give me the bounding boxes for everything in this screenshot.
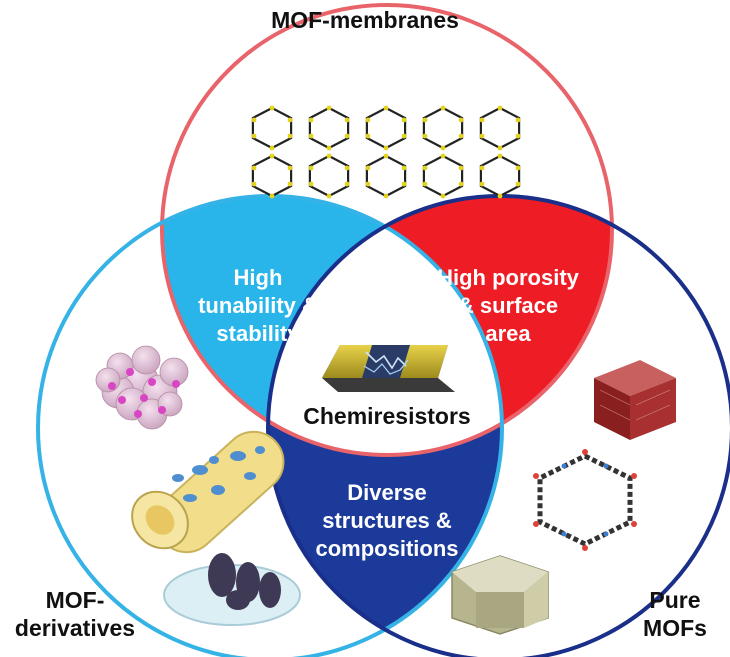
overlap-top-right-line2: & surface bbox=[458, 293, 558, 318]
center-label: Chemiresistors bbox=[303, 403, 470, 429]
set-circle-top bbox=[160, 3, 614, 457]
overlap-left-right-line1: Diverse bbox=[347, 480, 427, 505]
chemiresistor-device-icon bbox=[322, 345, 455, 392]
rhombic-dodecahedron-icon bbox=[451, 555, 549, 635]
set-label-right-line2: MOFs bbox=[643, 615, 707, 641]
overlap-top-left-line3: stability bbox=[216, 321, 300, 346]
set-label-right-line1: Pure bbox=[649, 587, 700, 613]
overlap-left-right-line3: compositions bbox=[315, 536, 458, 561]
nanoparticle-cluster-icon bbox=[95, 345, 189, 430]
overlap-top-right-line3: area bbox=[485, 321, 531, 346]
nanotube-icon bbox=[131, 430, 285, 554]
mof-lattice-icon bbox=[251, 105, 521, 199]
set-label-left-line2: derivatives bbox=[15, 615, 135, 641]
overlap-top-left-line1: High bbox=[234, 265, 283, 290]
overlap-top-right-line1: High porosity bbox=[437, 265, 580, 290]
overlap-top-left-line2: tunability & bbox=[198, 293, 318, 318]
overlap-left-right-line2: structures & bbox=[322, 508, 452, 533]
set-label-left-line1: MOF- bbox=[46, 587, 105, 613]
hexagonal-framework-icon bbox=[533, 449, 637, 551]
crystal-cube-icon bbox=[594, 360, 676, 440]
carbon-composite-icon bbox=[163, 553, 301, 626]
set-label-top: MOF-membranes bbox=[271, 7, 459, 33]
